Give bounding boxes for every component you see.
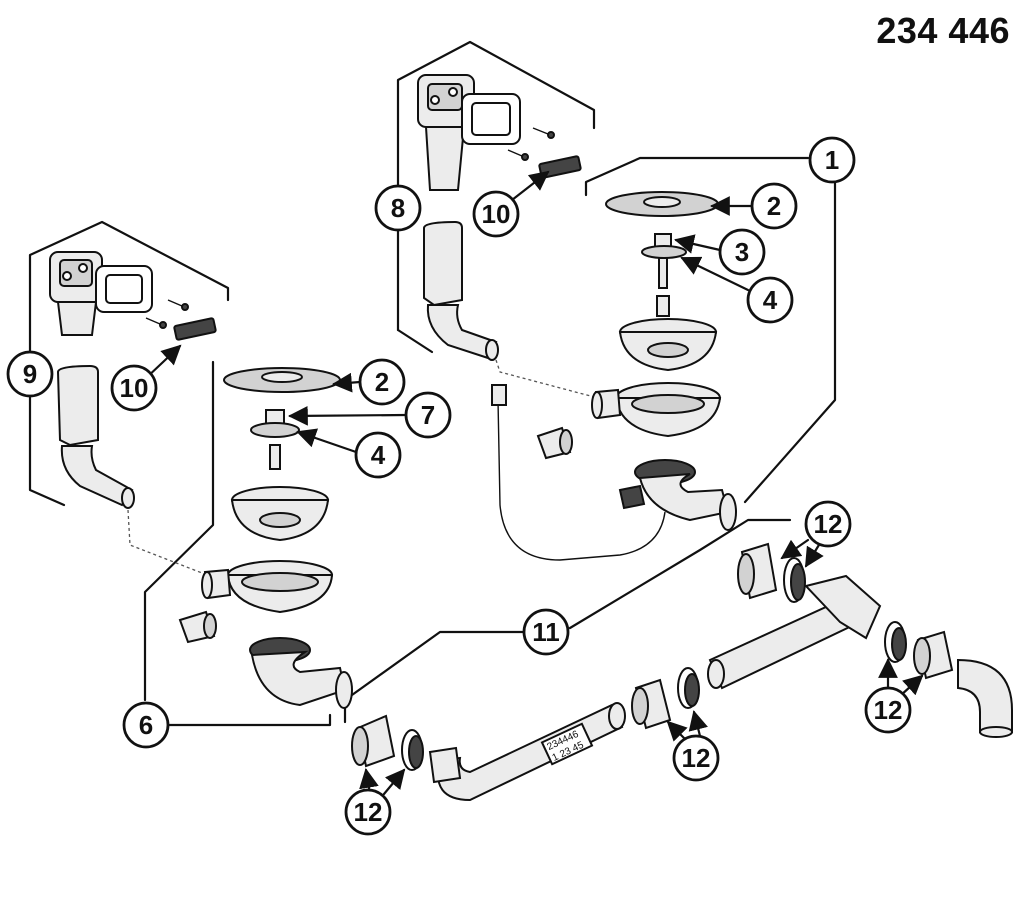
callout-8: 8 <box>374 184 422 232</box>
svg-text:2: 2 <box>375 367 389 397</box>
callout-9: 9 <box>6 350 54 398</box>
svg-text:4: 4 <box>371 440 386 470</box>
group-brackets <box>28 40 837 727</box>
svg-text:12: 12 <box>682 743 711 773</box>
svg-text:7: 7 <box>421 400 435 430</box>
callout-12-top: 12 <box>804 500 852 548</box>
pipe-assembly: 234446 1 23 45 <box>351 542 1013 802</box>
right-overflow-assembly <box>417 74 599 399</box>
callout-4-left: 4 <box>354 431 402 479</box>
svg-text:12: 12 <box>814 509 843 539</box>
callout-4-right: 4 <box>746 276 794 324</box>
callout-10-right: 10 <box>472 190 520 238</box>
callout-12-middle: 12 <box>672 734 720 782</box>
callout-12-right: 12 <box>864 686 912 734</box>
left-overflow-assembly <box>49 251 221 581</box>
left-waste-valve-assembly <box>178 367 353 709</box>
callout-1: 1 <box>808 136 856 184</box>
svg-text:11: 11 <box>532 617 560 647</box>
svg-text:1: 1 <box>825 145 839 175</box>
callout-10-left: 10 <box>110 364 158 412</box>
svg-text:9: 9 <box>23 359 37 389</box>
callout-7: 7 <box>404 391 452 439</box>
svg-text:2: 2 <box>767 191 781 221</box>
svg-text:6: 6 <box>139 710 153 740</box>
svg-text:10: 10 <box>120 373 149 403</box>
svg-text:4: 4 <box>763 285 778 315</box>
part-number: 234 446 <box>876 10 1010 51</box>
leader-lines <box>142 170 924 796</box>
right-waste-valve-assembly <box>491 191 737 561</box>
callout-3: 3 <box>718 228 766 276</box>
svg-text:8: 8 <box>391 193 405 223</box>
svg-text:12: 12 <box>874 695 903 725</box>
callout-11: 11 <box>522 608 570 656</box>
callout-2-right: 2 <box>750 182 798 230</box>
callout-2-left: 2 <box>358 358 406 406</box>
svg-text:10: 10 <box>482 199 511 229</box>
svg-text:3: 3 <box>735 237 749 267</box>
callout-12-bottom-left: 12 <box>344 788 392 836</box>
svg-text:12: 12 <box>354 797 383 827</box>
callout-6: 6 <box>122 701 170 749</box>
